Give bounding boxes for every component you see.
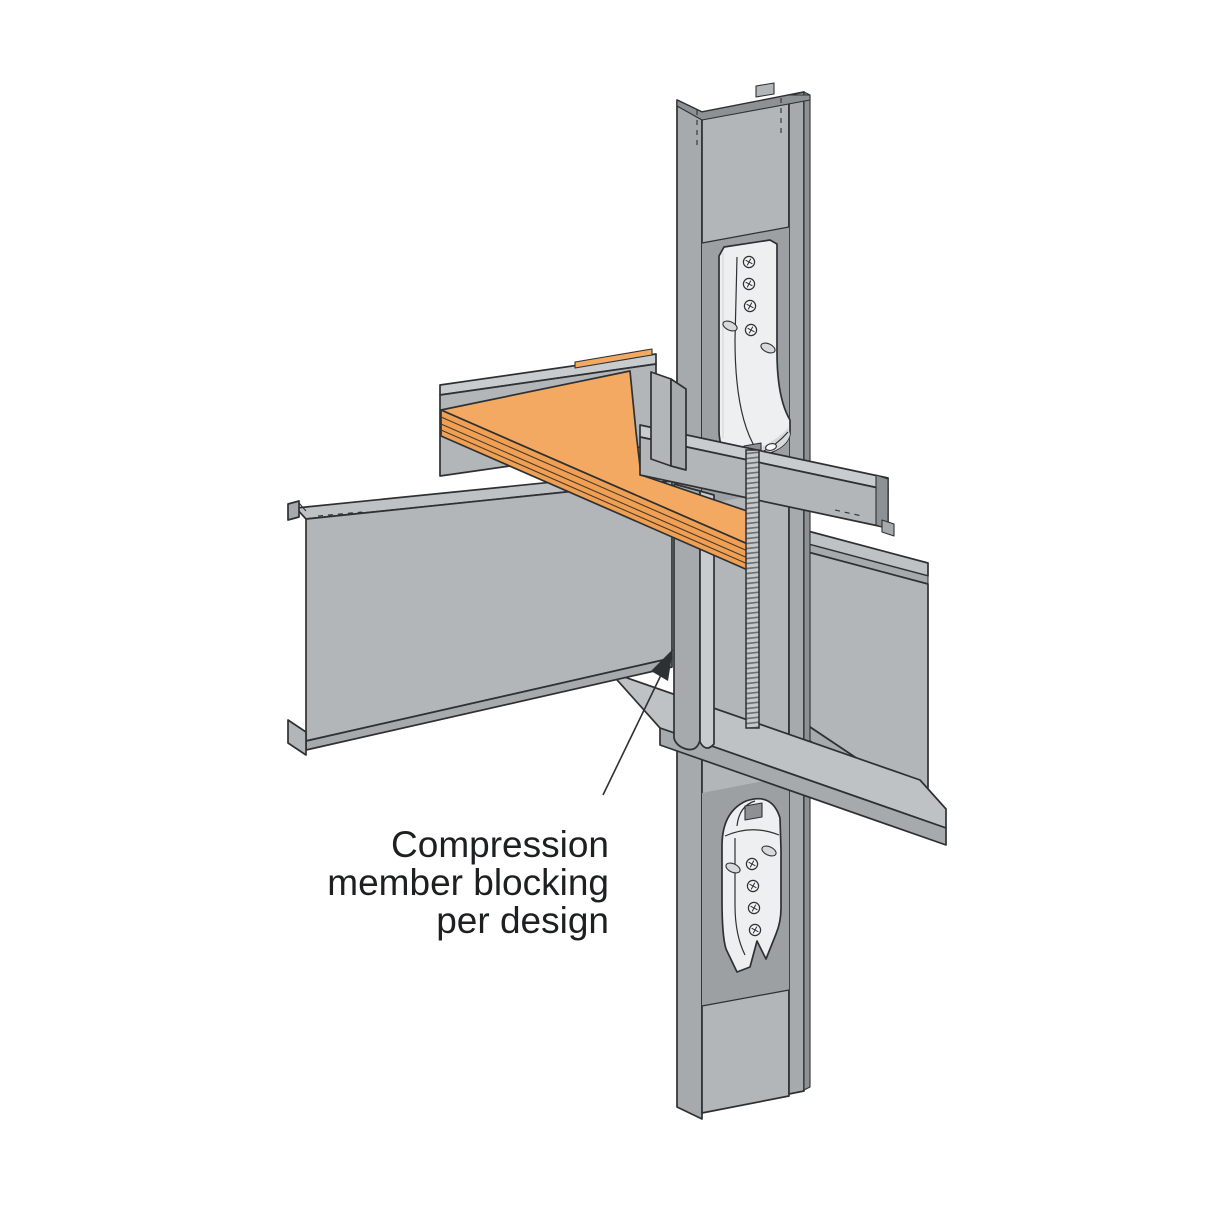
screw-icon <box>744 323 758 337</box>
threaded-rod <box>745 449 760 729</box>
compression-blocking <box>673 483 715 751</box>
floor-track-front <box>639 424 895 537</box>
screw-icon <box>745 857 759 871</box>
annotation-line-3: per design <box>436 900 609 941</box>
annotation-line-2: member blocking <box>327 862 609 903</box>
holdown-slot <box>760 342 776 354</box>
screw-icon <box>746 879 760 893</box>
screw-icon <box>747 901 761 915</box>
holdown-slot <box>761 845 777 857</box>
holdown-slot <box>722 320 738 332</box>
screw-icon <box>743 299 757 313</box>
wood-panel-back-sliver <box>574 348 653 369</box>
screw-icon <box>742 255 756 269</box>
arrowhead-icon <box>651 649 673 681</box>
stud-top-cut <box>676 94 811 121</box>
annotation-text: Compression member blocking per design <box>327 824 609 941</box>
leader-arrow <box>602 649 673 796</box>
annotation-line-1: Compression <box>391 824 609 865</box>
wood-structural-panel <box>440 370 751 572</box>
screw-icon <box>748 923 762 937</box>
holdown-lower <box>721 797 782 973</box>
screw-icon <box>742 277 756 291</box>
steel-beam-left <box>287 469 673 756</box>
stud-top-lip <box>755 82 775 98</box>
holdown-slot <box>725 862 741 874</box>
anchor-hole <box>765 443 777 451</box>
track-tab <box>650 371 687 471</box>
rod-nut-lower <box>744 802 763 821</box>
